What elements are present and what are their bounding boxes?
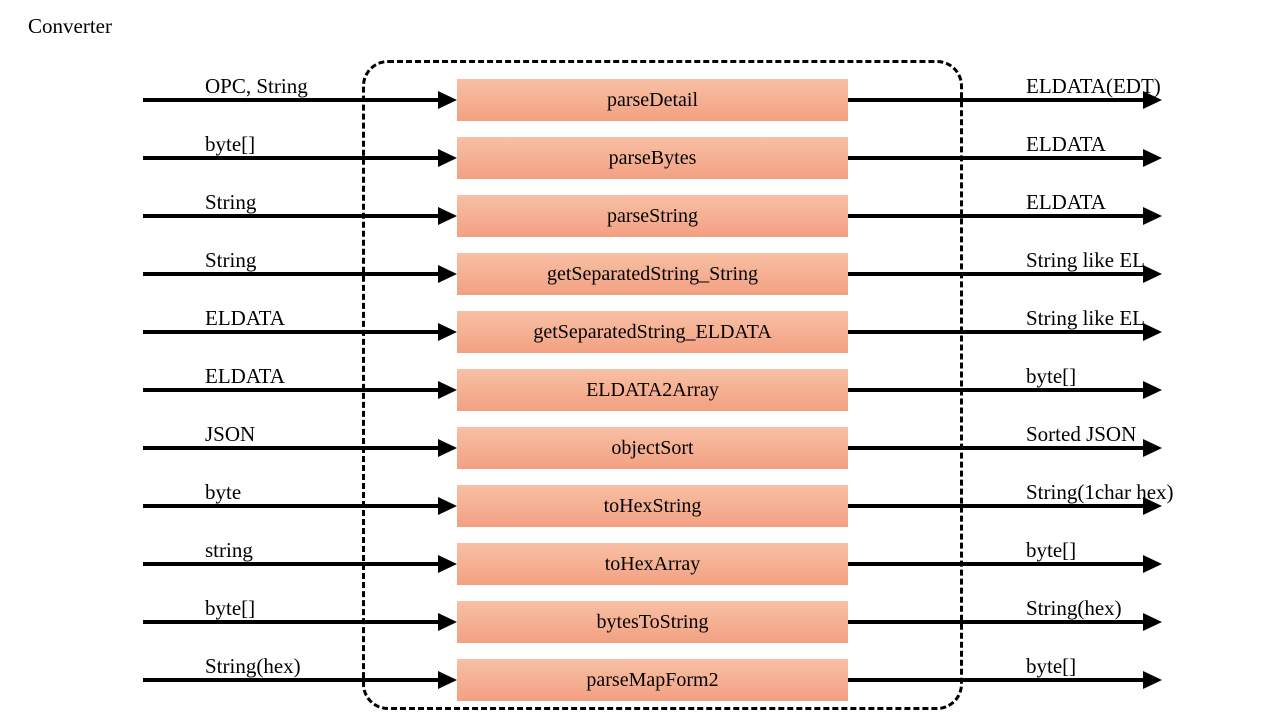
input-type-label: byte bbox=[205, 479, 242, 504]
diagram-title: Converter bbox=[28, 14, 112, 38]
function-box: parseBytes bbox=[457, 137, 848, 179]
input-type-label: ELDATA bbox=[205, 363, 285, 388]
converter-row: OPC, String parseDetail ELDATA(EDT) bbox=[0, 71, 1280, 129]
converter-row: byte[] bytesToString String(hex) bbox=[0, 593, 1280, 651]
function-box: parseString bbox=[457, 195, 848, 237]
input-arrowhead-icon bbox=[438, 149, 457, 167]
output-arrowhead-icon bbox=[1143, 439, 1162, 457]
input-arrowhead-icon bbox=[438, 497, 457, 515]
input-arrowhead-icon bbox=[438, 613, 457, 631]
input-type-label: String bbox=[205, 247, 257, 272]
input-arrow-line bbox=[143, 156, 439, 160]
function-box: objectSort bbox=[457, 427, 848, 469]
input-arrowhead-icon bbox=[438, 555, 457, 573]
input-type-label: String bbox=[205, 189, 257, 214]
output-type-label: String like EL bbox=[1026, 305, 1145, 330]
output-arrowhead-icon bbox=[1143, 323, 1162, 341]
function-box: bytesToString bbox=[457, 601, 848, 643]
output-arrow-line bbox=[848, 214, 1144, 218]
output-type-label: ELDATA(EDT) bbox=[1026, 73, 1161, 98]
output-arrow-line bbox=[848, 504, 1144, 508]
converter-row: JSON objectSort Sorted JSON bbox=[0, 419, 1280, 477]
output-arrow-line bbox=[848, 388, 1144, 392]
input-type-label: string bbox=[205, 537, 253, 562]
converter-row: byte toHexString String(1char hex) bbox=[0, 477, 1280, 535]
converter-boundary bbox=[362, 60, 963, 710]
output-type-label: String like EL bbox=[1026, 247, 1145, 272]
function-box: getSeparatedString_String bbox=[457, 253, 848, 295]
input-arrowhead-icon bbox=[438, 207, 457, 225]
output-arrow-line bbox=[848, 678, 1144, 682]
output-type-label: Sorted JSON bbox=[1026, 421, 1137, 446]
input-arrowhead-icon bbox=[438, 323, 457, 341]
input-arrow-line bbox=[143, 330, 439, 334]
output-type-label: String(1char hex) bbox=[1026, 479, 1174, 504]
input-type-label: String(hex) bbox=[205, 653, 301, 678]
output-arrow-line bbox=[848, 330, 1144, 334]
output-arrowhead-icon bbox=[1143, 671, 1162, 689]
output-arrowhead-icon bbox=[1143, 613, 1162, 631]
output-arrowhead-icon bbox=[1143, 207, 1162, 225]
output-arrow-line bbox=[848, 562, 1144, 566]
output-arrow-line bbox=[848, 620, 1144, 624]
input-type-label: OPC, String bbox=[205, 73, 308, 98]
output-type-label: byte[] bbox=[1026, 363, 1077, 388]
function-box: ELDATA2Array bbox=[457, 369, 848, 411]
function-box: getSeparatedString_ELDATA bbox=[457, 311, 848, 353]
input-arrow-line bbox=[143, 272, 439, 276]
input-arrowhead-icon bbox=[438, 381, 457, 399]
output-arrowhead-icon bbox=[1143, 265, 1162, 283]
input-arrow-line bbox=[143, 388, 439, 392]
function-box: parseMapForm2 bbox=[457, 659, 848, 701]
input-arrow-line bbox=[143, 98, 439, 102]
function-box: parseDetail bbox=[457, 79, 848, 121]
converter-row: String parseString ELDATA bbox=[0, 187, 1280, 245]
output-type-label: byte[] bbox=[1026, 537, 1077, 562]
input-arrowhead-icon bbox=[438, 91, 457, 109]
converter-row: ELDATA ELDATA2Array byte[] bbox=[0, 361, 1280, 419]
input-arrow-line bbox=[143, 446, 439, 450]
input-type-label: JSON bbox=[205, 421, 256, 446]
output-arrow-line bbox=[848, 446, 1144, 450]
output-arrowhead-icon bbox=[1143, 497, 1162, 515]
input-type-label: ELDATA bbox=[205, 305, 285, 330]
converter-row: ELDATA getSeparatedString_ELDATA String li… bbox=[0, 303, 1280, 361]
converter-row: String(hex) parseMapForm2 byte[] bbox=[0, 651, 1280, 709]
output-type-label: byte[] bbox=[1026, 653, 1077, 678]
function-box: toHexString bbox=[457, 485, 848, 527]
input-arrowhead-icon bbox=[438, 671, 457, 689]
input-arrow-line bbox=[143, 562, 439, 566]
input-type-label: byte[] bbox=[205, 131, 256, 156]
input-arrowhead-icon bbox=[438, 265, 457, 283]
output-type-label: ELDATA bbox=[1026, 131, 1106, 156]
output-arrowhead-icon bbox=[1143, 149, 1162, 167]
output-arrowhead-icon bbox=[1143, 381, 1162, 399]
input-arrowhead-icon bbox=[438, 439, 457, 457]
output-type-label: String(hex) bbox=[1026, 595, 1122, 620]
output-arrow-line bbox=[848, 156, 1144, 160]
input-arrow-line bbox=[143, 678, 439, 682]
input-arrow-line bbox=[143, 620, 439, 624]
converter-row: byte[] parseBytes ELDATA bbox=[0, 129, 1280, 187]
converter-row: string toHexArray byte[] bbox=[0, 535, 1280, 593]
output-arrowhead-icon bbox=[1143, 555, 1162, 573]
output-arrow-line bbox=[848, 98, 1144, 102]
input-arrow-line bbox=[143, 214, 439, 218]
output-arrow-line bbox=[848, 272, 1144, 276]
input-type-label: byte[] bbox=[205, 595, 256, 620]
converter-row: String getSeparatedString_String String li… bbox=[0, 245, 1280, 303]
output-type-label: ELDATA bbox=[1026, 189, 1106, 214]
function-box: toHexArray bbox=[457, 543, 848, 585]
input-arrow-line bbox=[143, 504, 439, 508]
output-arrowhead-icon bbox=[1143, 91, 1162, 109]
